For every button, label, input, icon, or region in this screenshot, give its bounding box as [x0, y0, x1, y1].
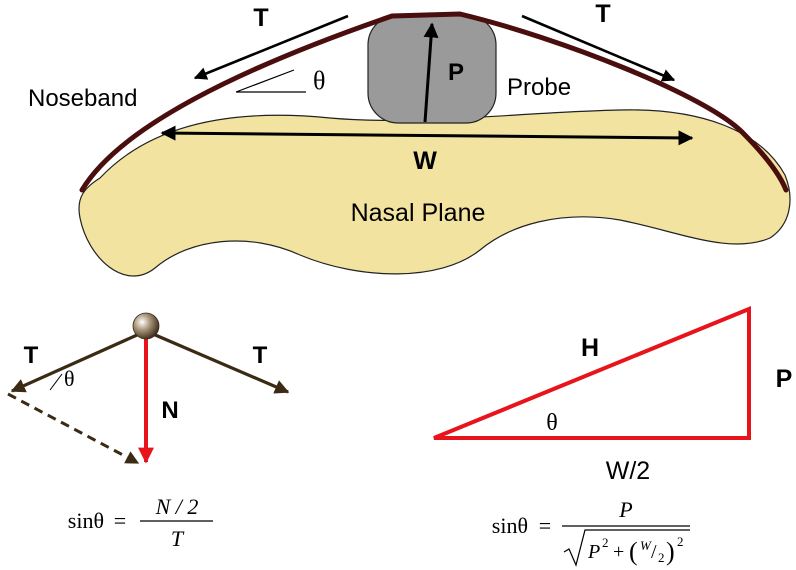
- vector-angle-label: θ: [64, 366, 75, 391]
- width-arrow: [160, 125, 694, 146]
- probe-label: Probe: [507, 74, 571, 101]
- vector-tension-label-right: T: [253, 342, 268, 369]
- formula-left-lhs: sinθ: [68, 508, 104, 533]
- base-label: W/2: [606, 457, 650, 485]
- formula-right-den-rparen: ): [666, 537, 675, 566]
- formula-right-den-lparen: (: [629, 537, 638, 566]
- force-p-arrow: [423, 22, 439, 123]
- formula-left-denominator: T: [171, 526, 185, 551]
- vector-resultant-dashed: [7, 392, 140, 465]
- tension-label-right: T: [595, 0, 610, 28]
- hypotenuse-label: H: [581, 334, 599, 362]
- triangle-angle-label: θ: [546, 410, 558, 436]
- tension-label-left: T: [253, 4, 268, 32]
- opposite-label: P: [776, 365, 793, 393]
- angle-label-top: θ: [313, 66, 325, 95]
- formula-right-den-plus: +: [613, 541, 624, 563]
- vector-tension-right: [145, 329, 290, 394]
- formula-right-lhs: sinθ: [492, 513, 528, 538]
- formula-right-numerator: P: [618, 497, 632, 522]
- formula-right-den-w: W: [640, 538, 652, 553]
- noseband-label: Noseband: [28, 85, 137, 112]
- formula-right-den-slash: /: [651, 541, 657, 563]
- formula-right-den-exp: 2: [677, 534, 684, 549]
- formula-left-equals: =: [114, 508, 126, 533]
- angle-marker-vector: [49, 373, 63, 391]
- formula-right-den-p: P: [587, 541, 600, 563]
- angle-marker-top: [235, 69, 306, 93]
- normal-force-label: N: [161, 397, 178, 424]
- noseband-strap: [79, 11, 789, 193]
- force-node: [132, 312, 160, 340]
- tension-arrow-right: [521, 14, 676, 82]
- formula-right-equals: =: [539, 513, 551, 538]
- formula-right-den-two: 2: [658, 550, 665, 565]
- formula-right-radical: [563, 529, 690, 567]
- vector-tension-label-left: T: [24, 342, 39, 369]
- vector-tension-left: [10, 329, 147, 393]
- right-triangle: [433, 306, 751, 440]
- width-label: W: [413, 147, 437, 175]
- tension-arrow-left: [193, 14, 349, 80]
- formula-left-numerator: N / 2: [155, 494, 199, 519]
- formula-right-den-p-exp: 2: [602, 535, 609, 550]
- force-p-label: P: [448, 59, 464, 86]
- nasal-plane-label: Nasal Plane: [351, 199, 486, 227]
